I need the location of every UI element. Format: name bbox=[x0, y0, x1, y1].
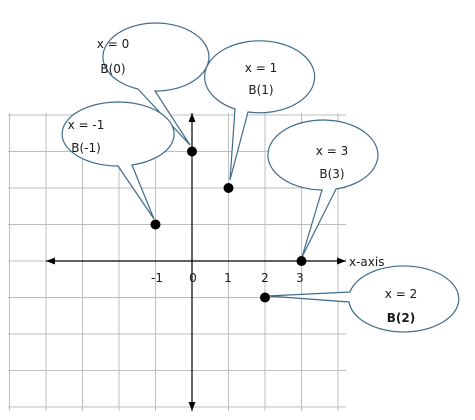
tick-label-1: 1 bbox=[224, 271, 232, 285]
callout-xm1-line1: x = -1 bbox=[68, 118, 105, 132]
callout-bubble-x0 bbox=[102, 22, 210, 146]
tick-labels: -1 0 1 2 3 bbox=[151, 271, 304, 285]
callout-x1-line2: B(1) bbox=[248, 83, 273, 97]
data-point bbox=[260, 292, 270, 303]
callouts: x = 0 B(0) x = 1 B(1) x = -1 B(-1) x = 3… bbox=[61, 22, 460, 333]
callout-x3: x = 3 B(3) bbox=[267, 119, 379, 258]
callout-x3-line1: x = 3 bbox=[316, 144, 348, 158]
tick-label-2: 2 bbox=[261, 271, 269, 285]
callout-x1: x = 1 B(1) bbox=[204, 40, 316, 181]
callout-x2: x = 2 B(2) bbox=[267, 265, 460, 333]
callout-x0-line1: x = 0 bbox=[97, 37, 129, 51]
callout-bubble-xm1 bbox=[61, 101, 175, 220]
callout-x2-line2: B(2) bbox=[387, 311, 415, 325]
callout-bubble-x2 bbox=[267, 265, 460, 333]
data-point bbox=[296, 256, 307, 266]
axes: x-axis bbox=[46, 113, 384, 411]
tick-label-neg1: -1 bbox=[151, 271, 163, 285]
callout-x0-line2: B(0) bbox=[100, 62, 125, 76]
callout-x2-line1: x = 2 bbox=[385, 287, 417, 301]
data-point bbox=[223, 183, 234, 193]
callout-x1-line1: x = 1 bbox=[245, 61, 277, 75]
tick-label-3: 3 bbox=[296, 271, 304, 285]
callout-bubble-x1 bbox=[204, 40, 316, 181]
callout-x3-line2: B(3) bbox=[319, 167, 344, 181]
y-axis-down-arrow bbox=[188, 402, 196, 411]
data-point bbox=[150, 219, 161, 230]
data-points bbox=[150, 146, 307, 303]
callout-x0: x = 0 B(0) bbox=[97, 22, 210, 146]
x-axis-label: x-axis bbox=[349, 255, 384, 269]
callout-bubble-x3 bbox=[267, 119, 379, 258]
y-axis-up-arrow bbox=[188, 113, 196, 122]
callout-xm1: x = -1 B(-1) bbox=[61, 101, 175, 220]
x-axis-right-arrow bbox=[337, 257, 346, 265]
x-axis-left-arrow bbox=[46, 257, 55, 265]
data-point bbox=[187, 146, 197, 157]
tick-label-0: 0 bbox=[189, 271, 197, 285]
callout-xm1-line2: B(-1) bbox=[71, 141, 101, 155]
